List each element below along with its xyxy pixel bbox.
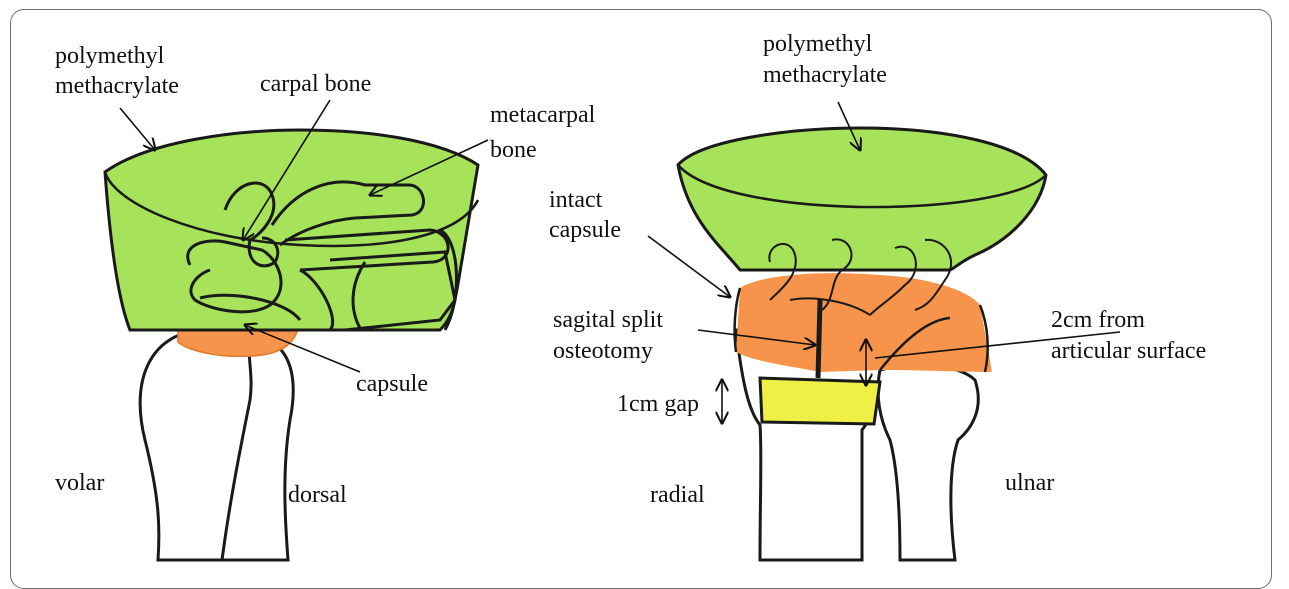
distance-label-line2: articular surface <box>1051 337 1206 365</box>
left-forearm-bones <box>140 330 293 560</box>
intact-capsule-label-line2: capsule <box>549 216 621 244</box>
right-pmma-block <box>678 128 1046 270</box>
right-gap-region <box>760 378 880 424</box>
left-pmma-label-line2: methacrylate <box>55 72 179 100</box>
gap-label: 1cm gap <box>617 390 699 418</box>
metacarpal-label-line2: bone <box>490 136 537 164</box>
radial-label: radial <box>650 481 705 509</box>
right-intact-capsule <box>736 273 992 372</box>
right-pmma-label-line1: polymethyl <box>763 30 872 58</box>
distance-label-line1: 2cm from <box>1051 306 1145 334</box>
left-pmma-label-line1: polymethyl <box>55 42 164 70</box>
dorsal-label: dorsal <box>288 481 347 509</box>
intact-capsule-label-line1: intact <box>549 186 602 214</box>
left-capsule-label: capsule <box>356 370 428 398</box>
diagram-canvas <box>0 0 1289 570</box>
osteotomy-label-line1: sagital split <box>553 306 663 334</box>
volar-label: volar <box>55 469 104 497</box>
carpal-bone-label: carpal bone <box>260 70 371 98</box>
ulnar-label: ulnar <box>1005 469 1054 497</box>
osteotomy-label-line2: osteotomy <box>553 337 653 365</box>
right-pmma-label-line2: methacrylate <box>763 61 887 89</box>
metacarpal-label-line1: metacarpal <box>490 101 595 129</box>
right-osteotomy-cut <box>818 300 820 378</box>
